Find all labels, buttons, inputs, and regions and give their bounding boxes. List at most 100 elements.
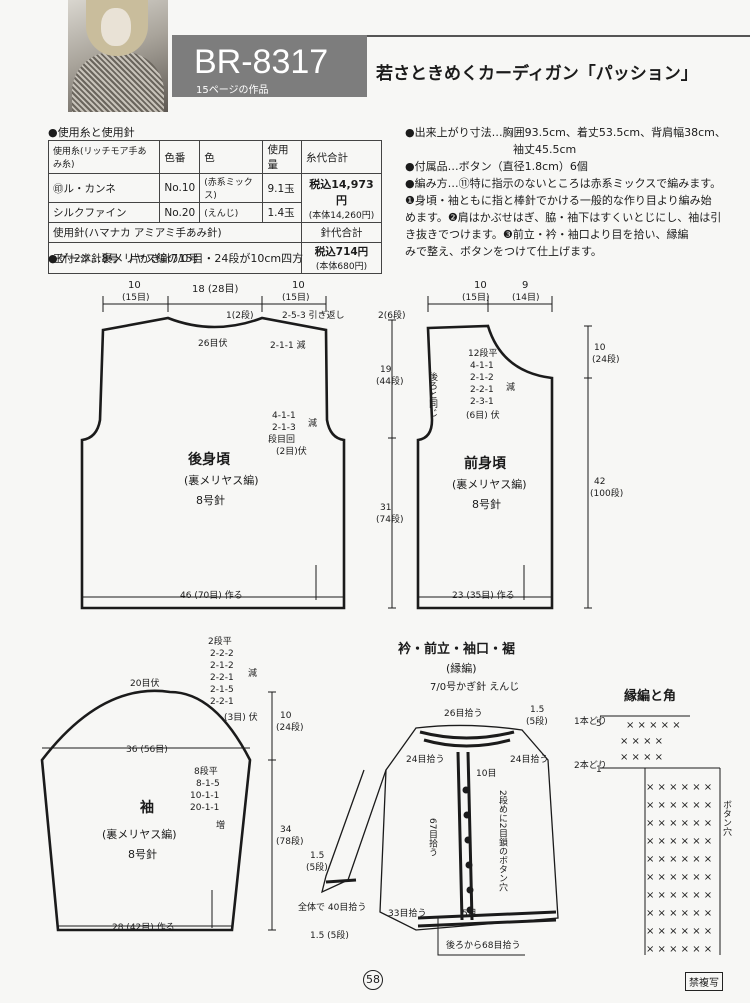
- svg-text:× × × × × ×: × × × × × ×: [646, 800, 712, 811]
- svg-text:× × × × × ×: × × × × × ×: [646, 944, 712, 955]
- edge-hem-ht: 1.5 (5段): [310, 929, 349, 941]
- method-2: ❶身頃・袖ともに指と棒針でかける一般的な作り目より編み始: [405, 194, 712, 207]
- back-dim-3: 18 (28目): [192, 284, 239, 295]
- pattern-code: BR-8317: [194, 43, 329, 81]
- collar-band: [419, 730, 515, 748]
- yarn-no: No.10: [159, 173, 201, 203]
- sleeve-inc-label: 増: [216, 819, 225, 831]
- sleeve-cap-5: 2-1-5: [210, 685, 234, 695]
- front-left-3: (44段): [376, 375, 403, 387]
- method-1: ●編み方…⑪特に指示のないところは赤系ミックスで編みます。: [405, 177, 722, 190]
- size-note-2: 袖丈45.5cm: [513, 143, 577, 156]
- front-neck-5: 2-3-1: [470, 397, 494, 407]
- svg-text:× × × × × ×: × × × × × ×: [646, 872, 712, 883]
- edge-cuff-2: (5段): [306, 861, 328, 873]
- front-right-4: (100段): [590, 487, 623, 499]
- sleeve-cap-dec: 減: [248, 667, 257, 679]
- sleeve-cap-7: (3目) 伏: [224, 711, 258, 723]
- svg-text:× × × × × ×: × × × × × ×: [646, 854, 712, 865]
- sleeve-cap-ht-1: 10: [280, 711, 292, 721]
- buttons: [462, 786, 474, 914]
- corner-label-3: 5: [596, 719, 602, 729]
- back-needle: 8号針: [196, 493, 225, 507]
- svg-text:× × × × × ×: × × × × × ×: [646, 818, 712, 829]
- button-dot: [464, 836, 472, 844]
- sleeve-length-dim: [268, 691, 276, 931]
- sleeve-cap-2: 2-2-2: [210, 649, 234, 659]
- yarn-total: 税込14,973円: [309, 177, 374, 207]
- sleeve-width: 36 (56目): [126, 744, 168, 755]
- edge-pick-1: 24目拾う: [406, 753, 444, 765]
- sleeve-inc-1: 8段平: [194, 765, 218, 777]
- yarn-name: ㊞ル・カンネ: [47, 173, 161, 203]
- col-colorno: 色番: [159, 140, 201, 174]
- back-dim-2: (15目): [122, 292, 149, 303]
- edge-cuff-pick: 全体で 40目拾う: [298, 901, 366, 913]
- needle-total-heading: 針代合計: [300, 222, 383, 243]
- method-3: めます。❷肩はかぶせはぎ、脇・袖下はすくいとじにし、袖は引: [405, 211, 722, 224]
- edge-buttonhole: 2段めに2目鎖のボタン穴: [497, 790, 508, 892]
- back-name: 後身頃: [188, 451, 231, 468]
- front-left-5: (74段): [376, 513, 403, 525]
- front-body-outline: [416, 324, 554, 610]
- front-neck-1: 12段平: [468, 347, 497, 359]
- front-right-3: 42: [594, 477, 605, 487]
- front-neck-6: (6目) 伏: [466, 409, 500, 421]
- cuff-band: [325, 878, 357, 884]
- sleeve-cap-3: 2-1-2: [210, 661, 234, 671]
- front-name: 前身頃: [464, 455, 507, 472]
- notions-note: ●付属品…ボタン（直径1.8cm）6個: [405, 160, 588, 173]
- copy-notice: 禁複写: [685, 972, 723, 991]
- needle-total-sub: (本体680円): [315, 262, 368, 272]
- sleeve-cap-1: 2段平: [208, 635, 232, 647]
- back-arm-1: 4-1-1: [272, 411, 296, 421]
- corner-title: 縁編と角: [624, 688, 676, 704]
- front-neck-dec: 減: [506, 381, 515, 393]
- sleeve-top: 20目伏: [130, 677, 159, 689]
- yarn-amount: 9.1玉: [262, 173, 302, 203]
- sleeve-inc-2: 8-1-5: [196, 779, 220, 789]
- svg-text:× × × × × ×: × × × × × ×: [646, 890, 712, 901]
- sleeve-bottom-dim: [58, 890, 232, 928]
- yarn-heading: ●使用糸と使用針: [48, 126, 135, 139]
- title-rule: [367, 35, 750, 37]
- svg-text:× × × ×: × × × ×: [620, 752, 663, 763]
- front-neck-4: 2-2-1: [470, 385, 494, 395]
- edge-hook: 7/0号かぎ針 えんじ: [430, 680, 519, 693]
- edge-band: 67目拾う: [427, 818, 438, 856]
- yarn-no: No.20: [159, 202, 201, 223]
- pattern-title: 若さときめくカーディガン「パッション」: [376, 64, 698, 84]
- front-dim-3: 9: [522, 280, 528, 291]
- needles: 玉付2本針8号 片かぎ針7/0号: [48, 242, 302, 274]
- back-dim-1: 10: [128, 280, 141, 291]
- front-bottom: 23 (35目) 作る: [452, 589, 515, 601]
- col-color: 色: [199, 140, 264, 174]
- edge-pick-3: 24目拾う: [510, 753, 548, 765]
- edge-hem-back: 後ろから68目拾う: [446, 939, 520, 951]
- edge-collar: 26目拾う: [444, 707, 482, 719]
- front-bottom-dim: [418, 565, 552, 600]
- back-bottom: 46 (70目) 作る: [180, 589, 243, 601]
- back-dim-4: 10: [292, 280, 305, 291]
- svg-text:× × × × × ×: × × × × × ×: [646, 836, 712, 847]
- back-shoulder: 2-5-3 引き返し: [282, 309, 345, 321]
- front-right-dim: [584, 325, 592, 609]
- front-left-1: 2(6段): [378, 309, 405, 321]
- button-dot: [466, 886, 474, 894]
- front-right-1: 10: [594, 343, 606, 353]
- corner-label-5: ボタン穴: [721, 800, 732, 837]
- front-neck-2: 4-1-1: [470, 361, 494, 371]
- svg-text:× × × × × ×: × × × × × ×: [646, 908, 712, 919]
- title-bar: BR-8317 15ページの作品 若さときめくカーディガン「パッション」: [172, 35, 750, 97]
- sleeve-stitch: (裏メリヤス編): [102, 827, 177, 841]
- sleeve-inc-3: 10-1-1: [190, 791, 219, 801]
- back-arm-3: 段目回: [268, 433, 295, 445]
- sleeve-needle: 8号針: [128, 847, 157, 861]
- back-neck: 26目伏: [198, 337, 227, 349]
- front-dim-4: (14目): [512, 292, 539, 303]
- front-left-2: 19: [380, 365, 392, 375]
- front-back-same: 後ろと同じ: [427, 371, 438, 417]
- front-stitch: (裏メリヤス編): [452, 477, 527, 491]
- model-photo: [68, 0, 168, 112]
